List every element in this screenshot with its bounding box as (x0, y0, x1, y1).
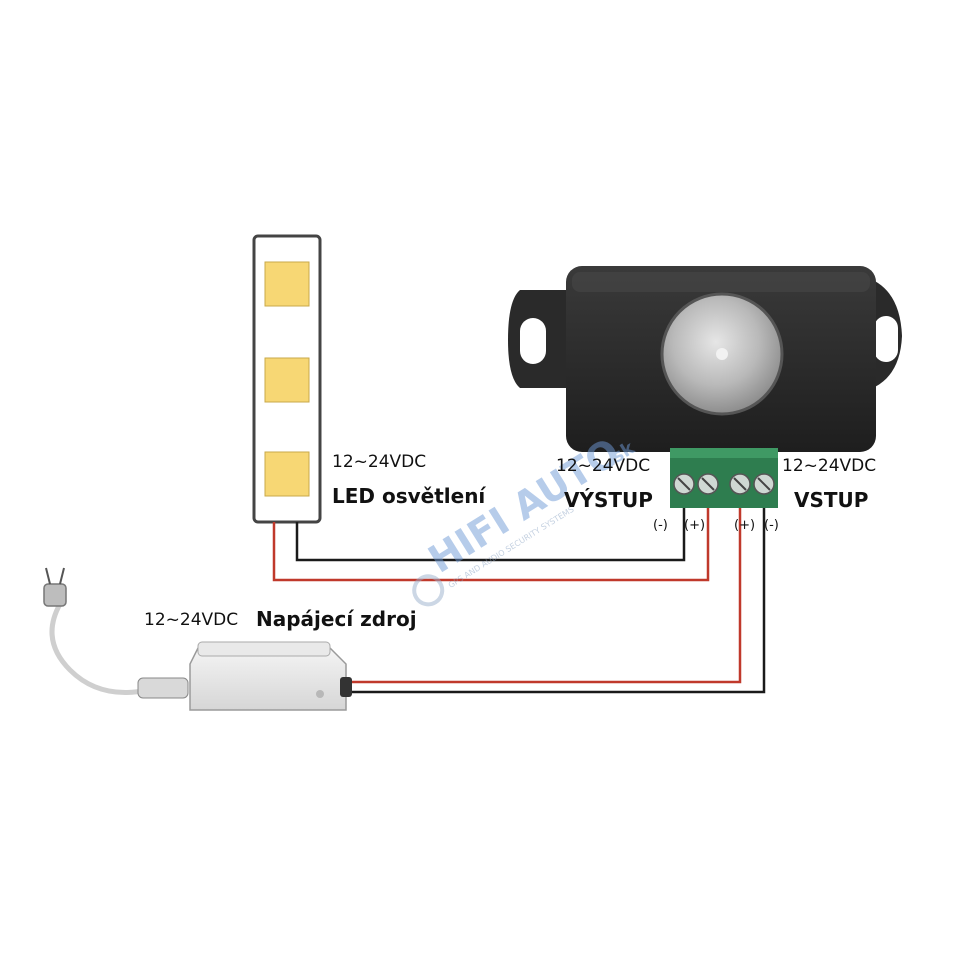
psu-voltage-label: 12~24VDC (144, 610, 239, 630)
led-name-label: LED osvětlení (332, 484, 486, 508)
input-voltage-label: 12~24VDC (782, 456, 877, 476)
psu-black-wire (340, 470, 766, 694)
led-wires (272, 470, 710, 582)
power-supply (43, 567, 352, 711)
watermark-logo-icon (412, 574, 445, 607)
ac-plug (43, 567, 67, 607)
input-name-label: VSTUP (794, 488, 869, 512)
led-chip (264, 451, 310, 497)
led-voltage-label: 12~24VDC (332, 452, 427, 472)
output-plus-label: (+) (684, 518, 706, 533)
psu-name-label: Napájecí zdroj (256, 607, 417, 631)
watermark: HIFI AUTO .sk GPS AND AUDIO SECURITY SYS… (412, 430, 639, 607)
led-strip (252, 234, 322, 524)
led-red-wire (272, 470, 710, 582)
led-chip (264, 261, 310, 307)
pir-sensor (508, 266, 902, 508)
terminal-block (670, 448, 778, 508)
psu-red-wire (340, 470, 742, 684)
output-name-label: VÝSTUP (564, 488, 653, 512)
input-plus-label: (+) (734, 518, 756, 533)
output-voltage-label: 12~24VDC (556, 456, 651, 476)
led-chip (264, 357, 310, 403)
input-minus-label: (-) (764, 518, 779, 533)
output-minus-label: (-) (653, 518, 668, 533)
psu-wires (340, 470, 766, 694)
led-black-wire (295, 470, 686, 562)
